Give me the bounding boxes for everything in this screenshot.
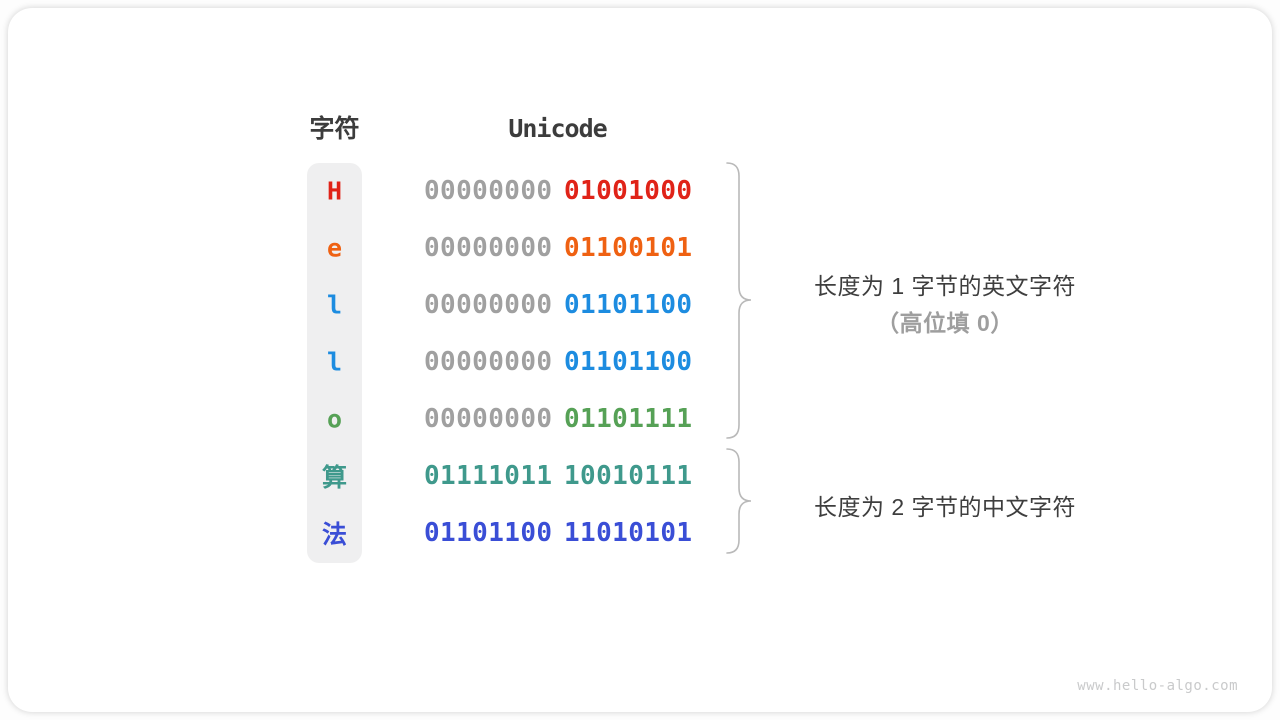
char-cell: H — [326, 176, 343, 206]
byte2-cell: 01001000 — [564, 176, 693, 206]
byte2-cell: 01100101 — [564, 233, 693, 263]
char-column-background — [307, 163, 362, 563]
diagram-card — [8, 8, 1272, 712]
byte2-cell: 01101100 — [564, 347, 693, 377]
column-header-char: 字符 — [309, 115, 360, 143]
char-cell: l — [326, 290, 343, 320]
char-cell: 法 — [321, 520, 347, 549]
byte2-cell: 01101111 — [564, 404, 693, 434]
watermark: www.hello-algo.com — [1077, 678, 1238, 694]
byte1-cell: 00000000 — [424, 290, 553, 320]
char-cell: 算 — [321, 463, 347, 492]
annotation-group1-line2: （高位填 0） — [876, 310, 1014, 336]
annotation-group2-line1: 长度为 2 字节的中文字符 — [813, 494, 1077, 520]
byte1-cell: 00000000 — [424, 176, 553, 206]
column-header-unicode: Unicode — [508, 114, 607, 143]
byte1-cell: 00000000 — [424, 347, 553, 377]
byte2-cell: 10010111 — [564, 461, 693, 491]
byte1-cell: 00000000 — [424, 404, 553, 434]
byte1-cell: 01111011 — [424, 461, 553, 491]
annotation-group1-line1: 长度为 1 字节的英文字符 — [813, 273, 1077, 299]
char-cell: o — [326, 404, 343, 434]
byte2-cell: 01101100 — [564, 290, 693, 320]
byte2-cell: 11010101 — [564, 518, 693, 548]
char-cell: e — [326, 233, 343, 263]
byte1-cell: 01101100 — [424, 518, 553, 548]
char-cell: l — [326, 347, 343, 377]
byte1-cell: 00000000 — [424, 233, 553, 263]
